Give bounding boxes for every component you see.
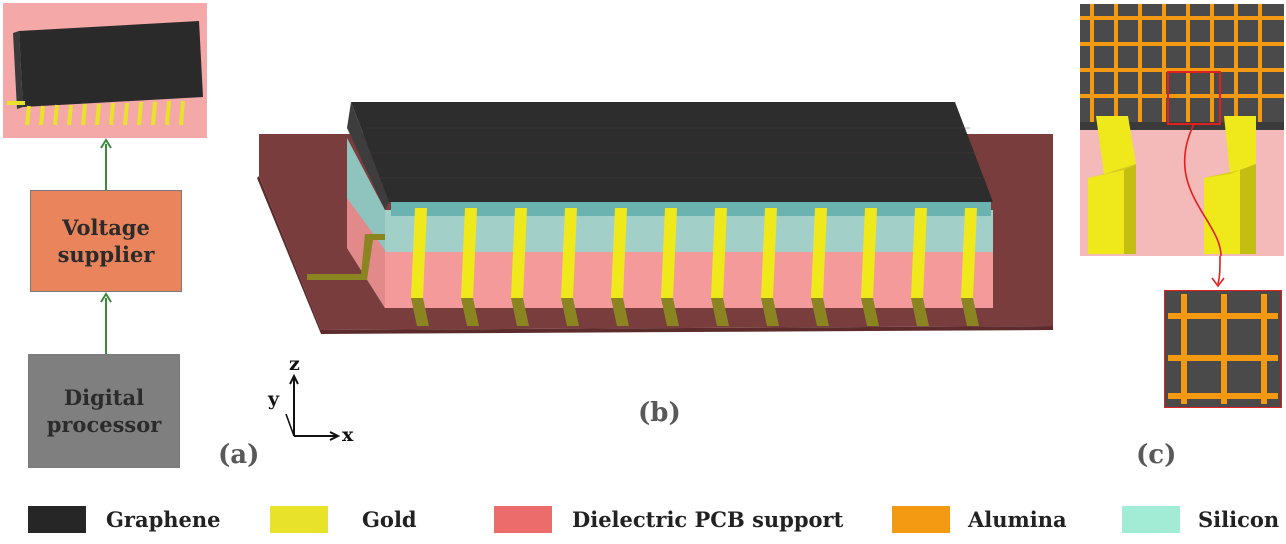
axis-x-label: x (342, 424, 354, 446)
legend-swatch-silicon (1122, 506, 1180, 533)
voltage-supplier-box: Voltage supplier (30, 190, 182, 292)
axis-y-label: y (268, 388, 280, 410)
magnified-inset (1164, 290, 1282, 408)
zoom-detail-view (1080, 4, 1284, 256)
axes-icon (285, 373, 340, 441)
digital-processor-line2: processor (46, 412, 162, 437)
legend-swatch-graphene (28, 506, 86, 533)
arrow-up-icon (100, 292, 112, 354)
digital-processor-line1: Digital (63, 385, 145, 410)
arrow-down-icon (1211, 256, 1225, 288)
legend-swatch-gold (270, 506, 328, 533)
voltage-supplier-line2: supplier (57, 242, 155, 267)
legend-label-alumina: Alumina (968, 507, 1067, 532)
voltage-supplier-line1: Voltage (62, 215, 150, 240)
device-thumbnail (3, 3, 207, 138)
legend-label-silicon: Silicon (1198, 507, 1280, 532)
legend-label-gold: Gold (362, 507, 417, 532)
panel-a-label: (a) (218, 440, 260, 470)
legend-swatch-alumina (892, 506, 950, 533)
panel-c-label: (c) (1136, 440, 1177, 470)
device-3d-view (257, 102, 1053, 334)
legend-label-graphene: Graphene (106, 507, 221, 532)
digital-processor-box: Digital processor (28, 354, 180, 468)
legend-swatch-dielectric (494, 506, 552, 533)
axis-z-label: z (289, 353, 300, 375)
arrow-up-icon (100, 138, 112, 190)
panel-b-label: (b) (638, 398, 681, 428)
legend-label-dielectric: Dielectric PCB support (572, 507, 844, 532)
